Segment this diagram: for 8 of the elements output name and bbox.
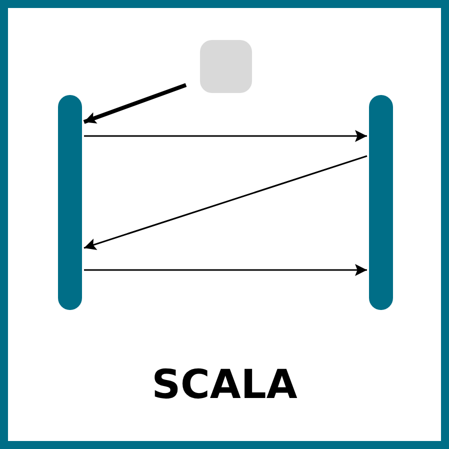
arrow [84, 264, 367, 276]
arrow [84, 155, 368, 250]
vertical-bar [369, 95, 393, 310]
rounded-square [200, 40, 252, 93]
vertical-bar [58, 95, 82, 310]
title: SCALA [150, 362, 298, 408]
arrow [83, 83, 187, 124]
arrow [84, 130, 367, 142]
